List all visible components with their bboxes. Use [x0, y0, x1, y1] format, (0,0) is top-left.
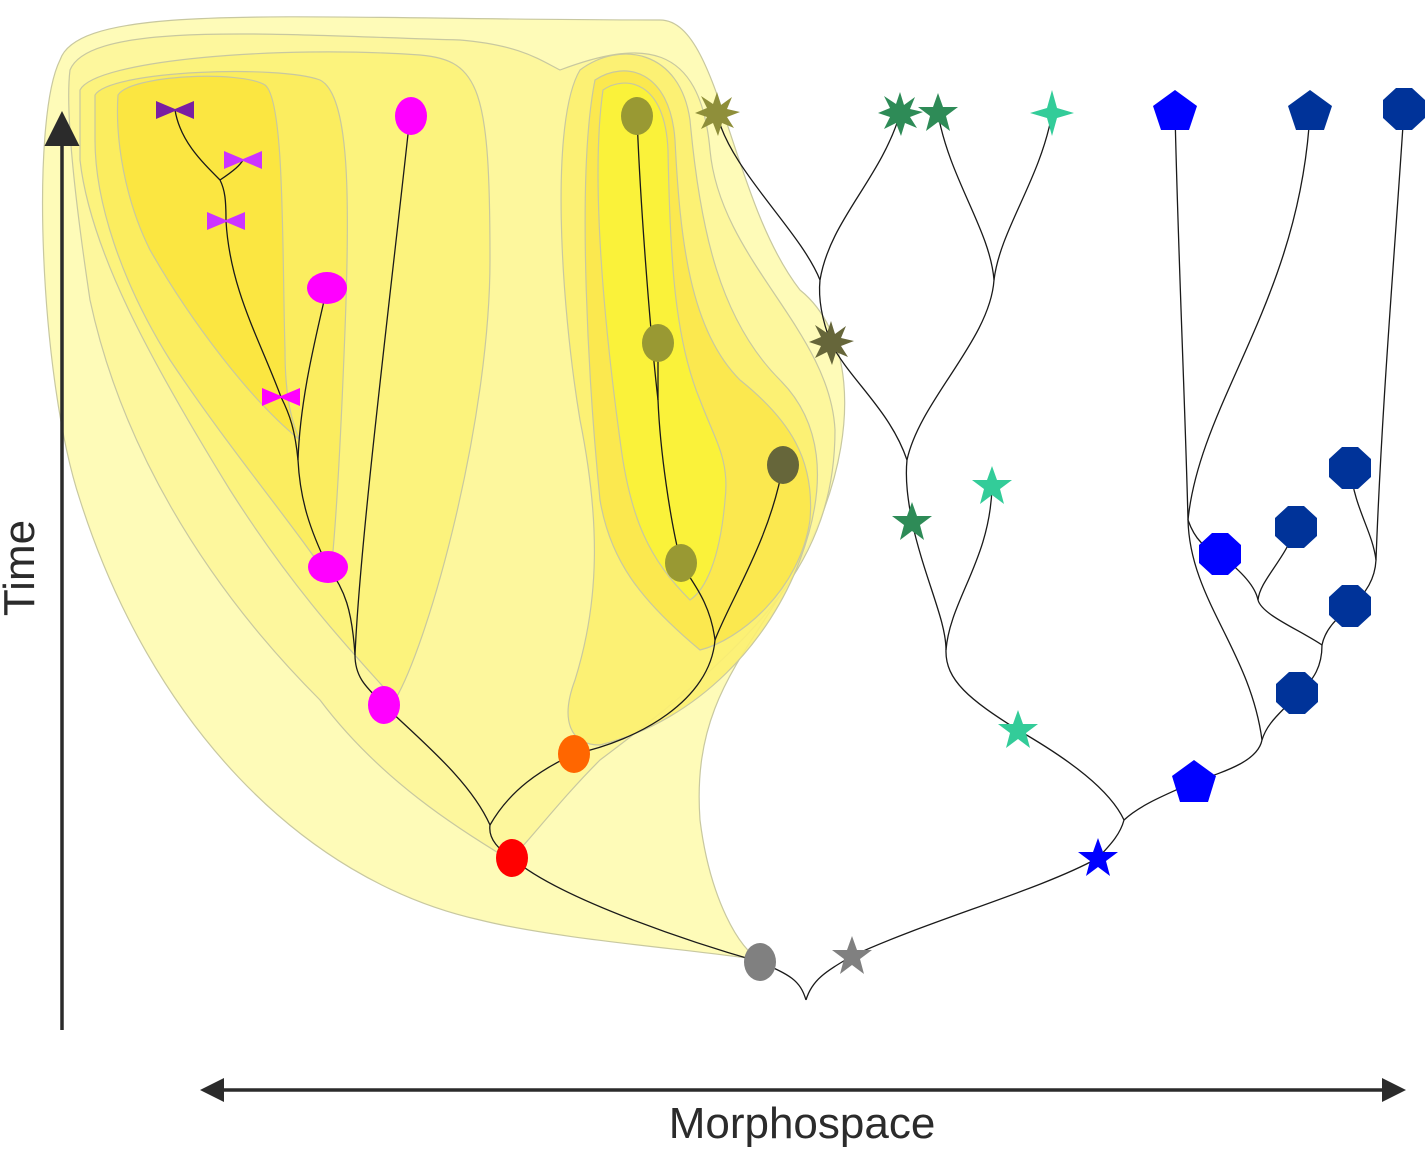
time-axis-label: Time: [0, 519, 44, 617]
branch-bowtie-upper: [225, 220, 282, 398]
node-red: [496, 839, 528, 877]
branch-fork14-left: [1257, 599, 1323, 646]
node-magenta-low: [368, 686, 400, 724]
branches: [174, 109, 1405, 1001]
node-olive-mid: [642, 324, 674, 362]
branch-fork8-aqua-top: [945, 486, 993, 651]
branch-fork5-dark: [714, 464, 784, 641]
node-star-aqua-mid: [972, 466, 1012, 504]
branch-fork6-olive-top: [636, 115, 659, 401]
node-star-green-mid: [892, 502, 932, 540]
branch-fork8-green: [911, 521, 947, 651]
octagon-nodes: [1199, 88, 1425, 714]
node-star-green-top: [918, 93, 958, 131]
branch-aqua-fork8: [945, 649, 1019, 731]
branch-gray-star-blue: [851, 857, 1099, 957]
branch-fork11-green-top: [819, 113, 901, 281]
node-dark-olive: [767, 446, 799, 484]
node-magenta-upper: [307, 272, 347, 304]
branch-bowtie-fork4: [219, 179, 227, 222]
node-octagon-mid-top: [1275, 506, 1317, 548]
node-bowtie-low: [262, 388, 300, 406]
node-bowtie-top: [156, 101, 194, 119]
node-aqua-burst-top: [1030, 90, 1074, 136]
node-magenta-top: [395, 97, 427, 135]
morphospace-arrow-right: [1382, 1078, 1406, 1102]
branch-gray-red: [511, 857, 761, 963]
branch-fork13-pentagon-mid: [1187, 111, 1311, 521]
star-nodes: [832, 93, 1118, 974]
branch-fork4-purple: [174, 109, 221, 181]
axes: [44, 111, 1406, 1102]
root-node-gray: [744, 943, 776, 981]
branch-fork10-green-top2: [937, 113, 995, 281]
node-pentagon-top-left: [1153, 90, 1197, 130]
branch-left-fork13: [1174, 111, 1189, 521]
branch-fork7-aqua: [1017, 729, 1125, 821]
morphospace-axis-label: Morphospace: [668, 1099, 936, 1148]
branch-orange-fork5: [573, 639, 716, 755]
node-olive-top: [621, 97, 653, 135]
node-burst-mid: [809, 321, 854, 365]
node-star-gray: [832, 936, 872, 974]
branch-fork-magenta: [383, 704, 491, 826]
branch-fork2-top: [354, 115, 411, 656]
burst-nodes: [695, 90, 1074, 365]
branch-fork12-left: [1187, 519, 1263, 741]
node-bowtie-upper: [224, 151, 262, 169]
branch-fork10-aqua-top2: [993, 113, 1053, 281]
node-magenta-mid: [308, 551, 348, 583]
node-burst-green-top: [878, 92, 923, 136]
node-bowtie-mid: [207, 212, 245, 230]
branch-fork16-octagon-top: [1375, 109, 1405, 561]
node-octagon-left: [1199, 533, 1241, 575]
node-pentagon-top-mid: [1288, 90, 1332, 130]
node-pentagon-low: [1172, 760, 1216, 802]
branch-fork3-bowtie: [280, 396, 299, 461]
ellipse-nodes: [307, 97, 799, 981]
node-star-aqua-low: [998, 710, 1038, 748]
node-octagon-low: [1276, 672, 1318, 714]
node-burst-top: [695, 92, 740, 136]
node-star-blue: [1078, 838, 1118, 876]
branch-fork11-burst-top: [716, 113, 821, 281]
node-octagon-mid: [1329, 585, 1371, 627]
node-octagon-top-right: [1383, 88, 1425, 130]
clade-hulls: [41, 16, 846, 961]
branch-fork9-fork10: [906, 279, 995, 461]
pentagon-nodes: [1153, 90, 1332, 802]
branch-fork3-ellipse-upper: [297, 287, 328, 461]
node-octagon-right-upper: [1329, 447, 1371, 489]
branch-fork9-burst: [830, 342, 908, 461]
node-olive-low: [665, 544, 697, 582]
bowtie-nodes: [156, 101, 300, 406]
morphospace-arrow-left: [200, 1078, 224, 1102]
node-orange: [558, 735, 590, 773]
